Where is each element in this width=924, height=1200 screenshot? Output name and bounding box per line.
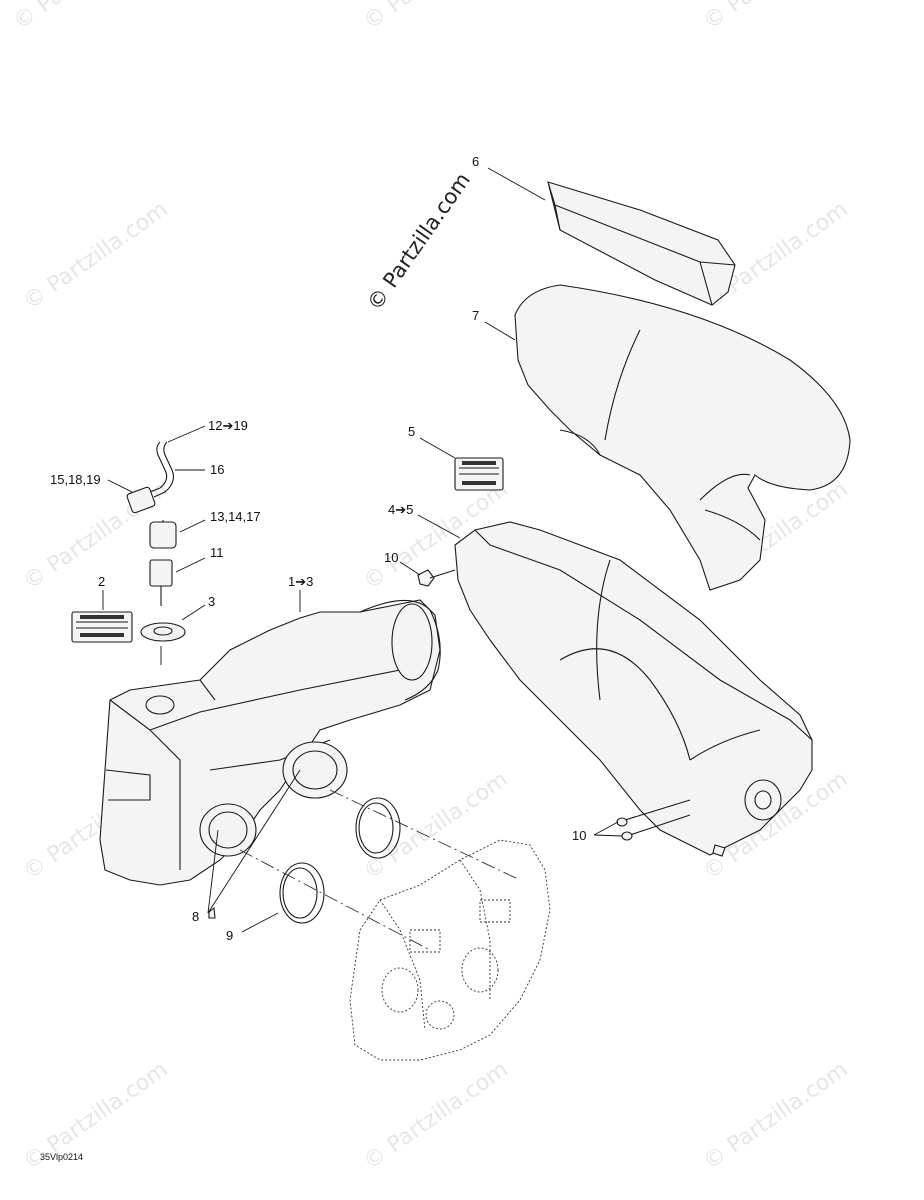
part-4-airbox-cover	[454, 521, 813, 856]
watermark: © Partzilla.com	[699, 0, 852, 35]
part-10-fasteners	[417, 569, 726, 857]
watermark: © Partzilla.com	[359, 767, 512, 885]
leader-lines	[102, 167, 623, 933]
callout-5: 5	[408, 424, 415, 439]
part-9-clamps	[279, 797, 401, 924]
callout-1-3: 1➔3	[288, 574, 313, 589]
callout-10-bottom: 10	[572, 828, 586, 843]
sensor-assembly	[126, 441, 186, 665]
callout-2: 2	[98, 574, 105, 589]
callout-labels: 6 7 5 4➔5 10 1➔3 2 3 11 13,14,17 16 12➔1…	[50, 154, 586, 943]
callout-8: 8	[192, 909, 199, 924]
center-lines	[239, 789, 521, 951]
background-watermarks: © Partzilla.com © Partzilla.com © Partzi…	[9, 0, 852, 1175]
part-1-airbox	[99, 599, 441, 886]
part-6-seat-strip	[547, 181, 736, 306]
drawing-code: 35Vlp0214	[40, 1152, 83, 1162]
callout-6: 6	[472, 154, 479, 169]
engine-outline	[349, 839, 551, 1061]
callout-16: 16	[210, 462, 224, 477]
callout-15-18-19: 15,18,19	[50, 472, 101, 487]
callout-4-5: 4➔5	[388, 502, 413, 517]
main-watermark: © Partzilla.com	[362, 168, 475, 315]
watermark: © Partzilla.com	[19, 197, 172, 315]
callout-9: 9	[226, 928, 233, 943]
part-5-decal	[454, 457, 504, 491]
part-8-clips	[208, 906, 216, 919]
part-2-decal	[71, 611, 133, 643]
callout-11: 11	[210, 545, 224, 560]
watermark: © Partzilla.com	[359, 1057, 512, 1175]
callout-13-14-17: 13,14,17	[210, 509, 261, 524]
callout-7: 7	[472, 308, 479, 323]
watermark: © Partzilla.com	[9, 0, 162, 35]
callout-12-19: 12➔19	[208, 418, 248, 433]
callout-3: 3	[208, 594, 215, 609]
callout-10-top: 10	[384, 550, 398, 565]
part-7-seat-cover	[514, 284, 851, 591]
watermark: © Partzilla.com	[699, 1057, 852, 1175]
watermark: © Partzilla.com	[359, 0, 512, 35]
